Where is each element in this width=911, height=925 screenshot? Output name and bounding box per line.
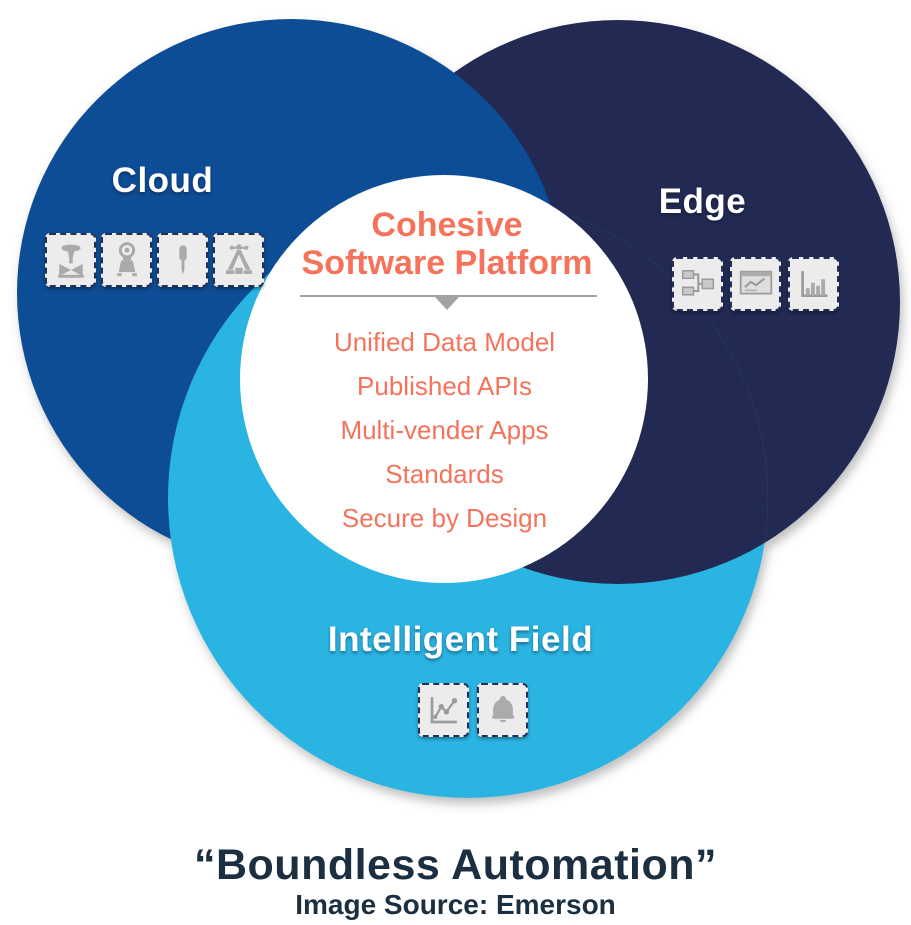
field-circle-label: Intelligent Field xyxy=(327,620,594,659)
alarm-bell-icon-tile xyxy=(477,683,528,737)
center-feature-list: Unified Data Model Published APIs Multi-… xyxy=(262,320,627,540)
hmi-screen-icon xyxy=(739,270,772,295)
center-divider-line xyxy=(300,295,597,297)
thermowell-probe-icon-tile xyxy=(157,233,208,287)
list-item: Unified Data Model xyxy=(333,327,556,357)
trend-chart-icon-tile xyxy=(418,683,469,737)
thermowell-probe-icon xyxy=(178,245,187,275)
center-white-circle xyxy=(240,175,648,583)
hmi-screen-icon-tile xyxy=(730,257,781,311)
list-item: Published APIs xyxy=(357,371,532,401)
list-item: Multi-vender Apps xyxy=(340,415,549,445)
control-valve-icon-tile xyxy=(45,233,96,287)
flow-diagram-icon xyxy=(681,270,714,296)
cloud-icon-tiles xyxy=(45,233,264,287)
caption-source: Image Source: Emerson xyxy=(295,889,616,920)
control-valve-icon xyxy=(57,244,84,278)
pressure-transmitter-icon-tile xyxy=(101,233,152,287)
cloud-circle-label: Cloud xyxy=(111,161,214,200)
field-icon-tiles xyxy=(418,683,528,737)
edge-circle-label: Edge xyxy=(658,182,747,221)
edge-icon-tiles xyxy=(672,257,839,311)
frame-valve-icon-tile xyxy=(213,233,264,287)
caption-title: “Boundless Automation” xyxy=(193,841,717,889)
arrow-down-icon xyxy=(435,297,459,310)
flow-diagram-icon-tile xyxy=(672,257,723,311)
center-title-line1: Cohesive xyxy=(371,206,523,244)
bar-chart-icon-tile xyxy=(788,257,839,311)
alarm-bell-icon xyxy=(491,695,514,723)
frame-valve-icon xyxy=(225,244,252,274)
center-title-line2: Software Platform xyxy=(301,244,593,282)
trend-chart-icon xyxy=(430,697,457,724)
list-item: Standards xyxy=(385,459,504,489)
pressure-transmitter-icon xyxy=(116,242,137,277)
list-item: Secure by Design xyxy=(341,503,548,533)
center-panel-title: Cohesive Software Platform xyxy=(247,206,647,282)
bar-chart-icon xyxy=(800,271,827,298)
